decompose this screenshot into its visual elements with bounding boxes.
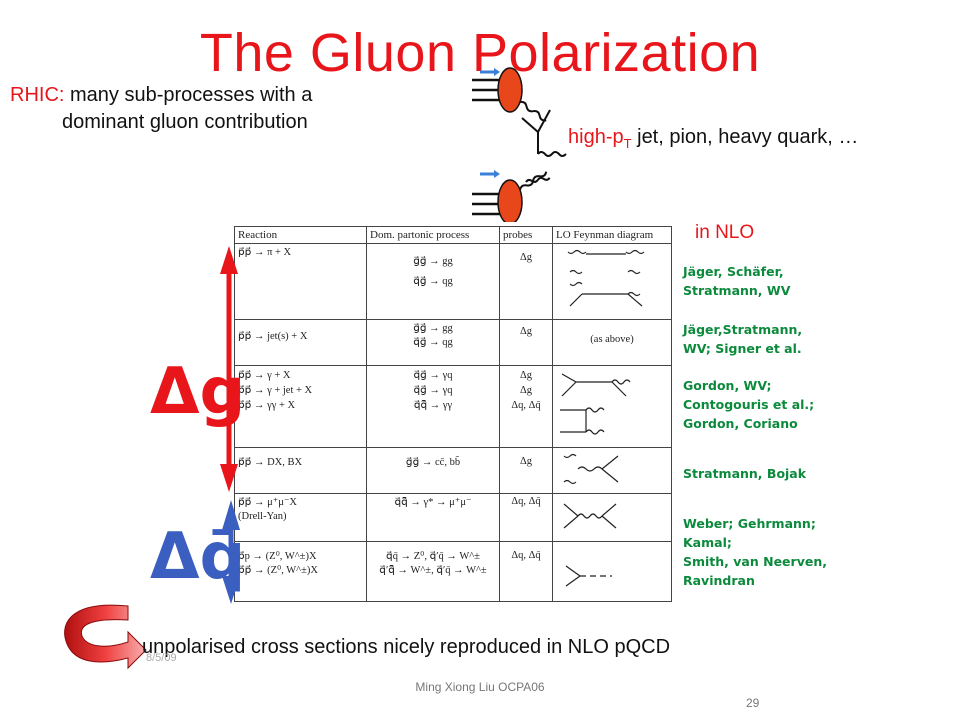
table-row: p⃗p⃗ → μ⁺μ⁻X (Drell-Yan) q⃗q̄⃗ → γ* → μ⁺… (234, 493, 672, 542)
reaction-cell: p⃗p⃗ → π + X (234, 243, 367, 320)
rhic-label: RHIC: (10, 84, 65, 106)
process-cell: q⃗q̄ → Z⁰, q⃗′q̄ → W^± q⃗′q̄⃗ → W^±, q⃗′… (366, 541, 500, 602)
heavy-quark-feynman-diagram (563, 453, 619, 485)
diagram-cell (552, 493, 672, 542)
diagram-cell (552, 447, 672, 494)
arrow-down-icon (220, 464, 238, 492)
conclusion-text: unpolarised cross sections nicely reprod… (142, 636, 671, 658)
diagram-cell (552, 243, 672, 320)
table-row: p⃗p⃗ → π + X g⃗g⃗ → gg q⃗g⃗ → qg Δg (234, 243, 672, 320)
process-cell: q⃗q̄⃗ → γ* → μ⁺μ⁻ (366, 493, 500, 542)
probes-cell: Δg (499, 447, 553, 494)
process-cell: q⃗g⃗ → γq q⃗g⃗ → γq q⃗q̄⃗ → γγ (366, 365, 500, 448)
high-pt-subscript: T (623, 136, 632, 151)
reaction-cell: p⃗p⃗ → γ + X p⃗p⃗ → γ + jet + X p⃗p⃗ → γ… (234, 365, 367, 448)
table-row: p⃗p → (Z⁰, W^±)X p⃗p⃗ → (Z⁰, W^±)X q⃗q̄ … (234, 541, 672, 602)
table-row: p⃗p⃗ → jet(s) + X g⃗g⃗ → gg q⃗g⃗ → qg Δg… (234, 319, 672, 366)
arrow-up-icon (220, 246, 238, 274)
slide-footer: Ming Xiong Liu OCPA06 (415, 680, 545, 694)
table-row: p⃗p⃗ → γ + X p⃗p⃗ → γ + jet + X p⃗p⃗ → γ… (234, 365, 672, 448)
col-header-reaction: Reaction (234, 226, 367, 244)
drell-yan-feynman-diagram (563, 503, 617, 529)
table-header-row: Reaction Dom. partonic process probes LO… (234, 226, 672, 244)
diagram-cell (552, 365, 672, 448)
slide-title: The Gluon Polarization (199, 23, 761, 83)
photon-feynman-diagram (560, 373, 631, 435)
probes-cell: Δg (499, 319, 553, 366)
reaction-cell: p⃗p → (Z⁰, W^±)X p⃗p⃗ → (Z⁰, W^±)X (234, 541, 367, 602)
reference-item: Stratmann, Bojak (683, 466, 807, 481)
rhic-description: RHIC: many sub-processes with a dominant… (10, 82, 312, 136)
table-row: p⃗p⃗ → DX, BX g⃗g⃗ → cc̄, bb̄ Δg (234, 447, 672, 494)
probes-cell: Δq, Δq̄ (499, 541, 553, 602)
rhic-text-line1: many sub-processes with a (64, 84, 313, 106)
arrow-up-icon (222, 500, 240, 530)
col-header-process: Dom. partonic process (366, 226, 500, 244)
diagram-cell: (as above) (552, 319, 672, 366)
probes-cell: Δg (499, 243, 553, 320)
reference-item: Jäger, Schäfer, Stratmann, WV (683, 264, 791, 298)
reference-item: Gordon, WV; Contogouris et al.; Gordon, … (683, 378, 815, 431)
rhic-text-line2: dominant gluon contribution (62, 111, 308, 133)
col-header-diagram: LO Feynman diagram (552, 226, 672, 244)
probes-cell: Δq, Δq̄ (499, 493, 553, 542)
process-cell: g⃗g⃗ → gg q⃗g⃗ → qg (366, 243, 500, 320)
range-arrows (220, 246, 240, 604)
reference-item: Weber; Gehrmann; Kamal; Smith, van Neerv… (683, 516, 827, 588)
page-number: 29 (746, 696, 760, 710)
delta-qbar-label: Δq̄ (150, 520, 246, 594)
w-z-feynman-diagram (565, 565, 612, 587)
reaction-cell: p⃗p⃗ → DX, BX (234, 447, 367, 494)
slide-date: 8/5/09 (146, 652, 177, 664)
col-header-probes: probes (499, 226, 553, 244)
delta-g-label: Δg (150, 355, 246, 429)
proton-collision-diagram (472, 67, 567, 222)
gluon-feynman-diagram (567, 249, 645, 307)
reaction-cell: p⃗p⃗ → jet(s) + X (234, 319, 367, 366)
process-cell: g⃗g⃗ → cc̄, bb̄ (366, 447, 500, 494)
high-pt-label: high-p (568, 126, 624, 148)
reactions-table: Reaction Dom. partonic process probes LO… (234, 226, 672, 602)
curved-arrow-icon (64, 604, 147, 670)
diagram-cell (552, 541, 672, 602)
reference-item: Jäger,Stratmann, WV; Signer et al. (683, 322, 803, 356)
high-pt-probes: high-pT jet, pion, heavy quark, … (568, 126, 858, 151)
process-cell: g⃗g⃗ → gg q⃗g⃗ → qg (366, 319, 500, 366)
high-pt-text: jet, pion, heavy quark, … (631, 126, 859, 148)
in-nlo-label: in NLO (695, 222, 755, 243)
reaction-cell: p⃗p⃗ → μ⁺μ⁻X (Drell-Yan) (234, 493, 367, 542)
probes-cell: Δg Δg Δq, Δq̄ (499, 365, 553, 448)
arrow-down-icon (222, 576, 240, 604)
